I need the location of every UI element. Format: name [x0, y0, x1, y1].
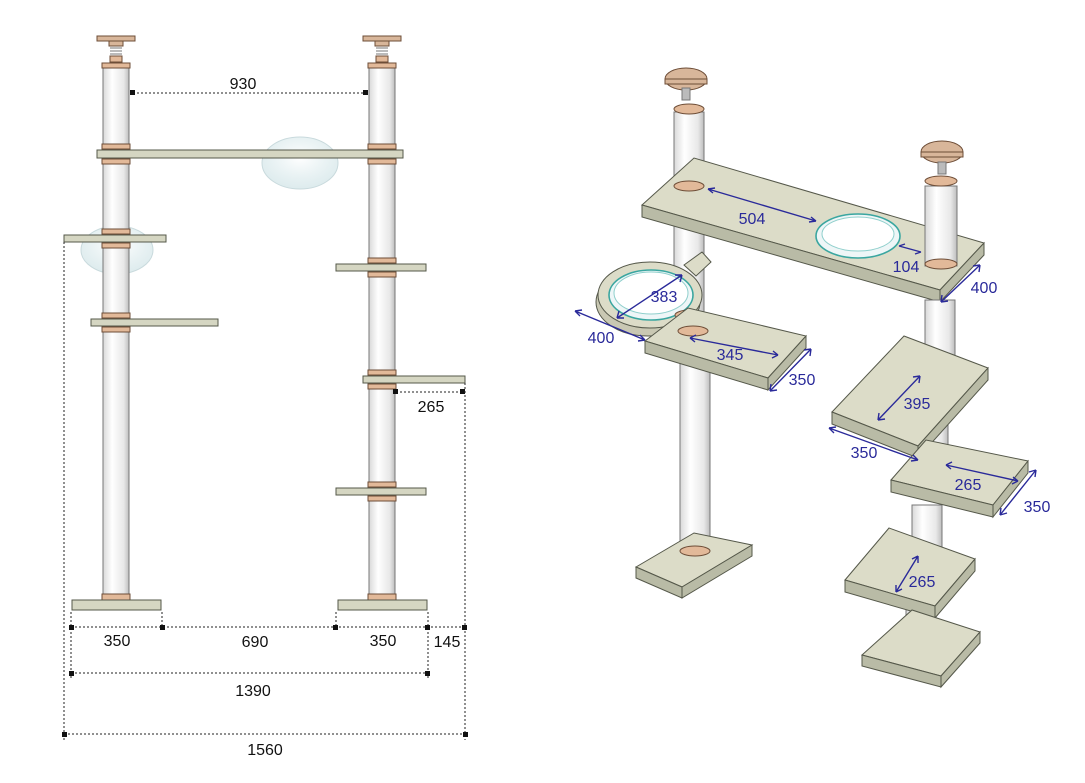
iso-dim-265-step4: 265	[909, 574, 936, 591]
iso-right-cap	[920, 140, 964, 187]
iso-right-base	[860, 609, 981, 689]
front-dimension-lines	[62, 90, 468, 740]
iso-step-1	[643, 307, 807, 392]
front-right-shelf-2	[362, 375, 466, 384]
front-right-shelf-1	[335, 263, 427, 272]
front-left-shelf-high	[63, 234, 167, 243]
front-view: 930 265 350 690 350 145 1390 1560	[62, 35, 468, 759]
dim-265: 265	[418, 399, 445, 416]
iso-dim-265-step3: 265	[955, 477, 982, 494]
iso-dim-400-top: 400	[971, 280, 998, 297]
front-pole-rings	[101, 143, 397, 601]
iso-dim-350-step3: 350	[1024, 499, 1051, 516]
front-left-cap	[96, 35, 136, 69]
iso-dim-345: 345	[717, 347, 744, 364]
iso-dim-104: 104	[893, 259, 920, 276]
dim-145: 145	[434, 634, 461, 651]
dim-690: 690	[242, 634, 269, 651]
front-base-right	[337, 599, 428, 611]
iso-right-pole-upper	[924, 185, 958, 267]
iso-left-pole-lower	[679, 339, 711, 556]
iso-dim-383: 383	[651, 289, 678, 306]
iso-step-3	[890, 439, 1029, 519]
iso-dim-504: 504	[739, 211, 766, 228]
dim-350-right: 350	[370, 633, 397, 650]
front-base-left	[71, 599, 162, 611]
iso-left-cap	[664, 67, 708, 115]
iso-dim-395: 395	[904, 396, 931, 413]
iso-dimension-arrows	[574, 187, 1037, 593]
front-bowl-top	[261, 136, 339, 190]
dim-1390: 1390	[235, 683, 271, 700]
dim-930: 930	[230, 76, 257, 93]
iso-dim-400-ring: 400	[588, 330, 615, 347]
iso-step-4	[844, 527, 976, 620]
front-right-cap	[362, 35, 402, 69]
iso-view: 504 104 400 383 400 345 350 395 350 265 …	[574, 67, 1051, 689]
dim-1560: 1560	[247, 742, 283, 759]
iso-dim-350-step1: 350	[789, 372, 816, 389]
iso-top-shelf	[640, 157, 985, 304]
iso-left-base	[634, 532, 754, 599]
front-top-shelf	[96, 149, 404, 159]
front-left-shelf-mid	[90, 318, 219, 327]
dim-350-left: 350	[104, 633, 131, 650]
iso-dim-350-side: 350	[851, 445, 878, 462]
front-right-shelf-3	[335, 487, 427, 496]
